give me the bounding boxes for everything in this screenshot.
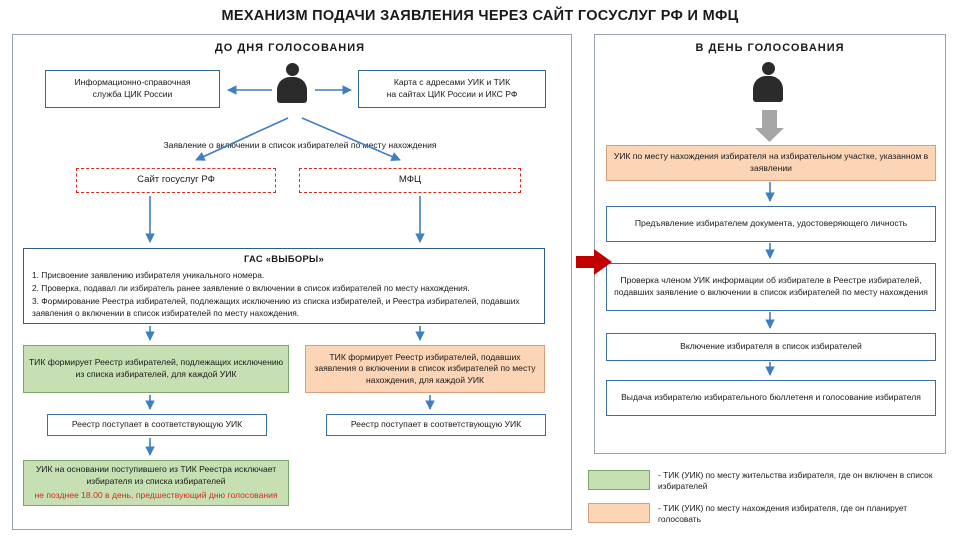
legend-swatch-0 xyxy=(588,470,650,490)
voter-icon-left xyxy=(277,63,307,103)
uik-exclude-note: не позднее 18.00 в день, предшествующий … xyxy=(34,490,278,501)
gas-vybory-box: ГАС «ВЫБОРЫ» 1. Присвоение заявлению изб… xyxy=(23,248,545,324)
gas-vybory-title: ГАС «ВЫБОРЫ» xyxy=(243,253,325,264)
right-step-1: УИК по месту нахождения избирателя на из… xyxy=(606,145,936,181)
right-step-2: Предъявление избирателем документа, удос… xyxy=(606,206,936,242)
gas-item-2: 2. Проверка, подавал ли избиратель ранее… xyxy=(32,282,470,293)
registry-to-uik-left-box: Реестр поступает в соответствующую УИК xyxy=(47,414,267,436)
right-step-4: Включение избирателя в список избирателе… xyxy=(606,333,936,361)
tik-exclude-box: ТИК формирует Реестр избирателей, подлеж… xyxy=(23,345,289,393)
right-panel-title: В ДЕНЬ ГОЛОСОВАНИЯ xyxy=(695,42,845,54)
left-panel-title: ДО ДНЯ ГОЛОСОВАНИЯ xyxy=(214,42,366,54)
mfc-box: МФЦ xyxy=(299,168,521,193)
uik-exclude-box: УИК на основании поступившего из ТИК Рее… xyxy=(23,460,289,506)
page-title: МЕХАНИЗМ ПОДАЧИ ЗАЯВЛЕНИЯ ЧЕРЕЗ САЙТ ГОС… xyxy=(221,8,739,24)
right-step-5: Выдача избирателю избирательного бюллете… xyxy=(606,380,936,416)
gas-item-3: 3. Формирование Реестра избирателей, под… xyxy=(32,296,520,319)
right-step-3: Проверка членом УИК информации об избира… xyxy=(606,263,936,311)
application-label: Заявление о включении в список избирател… xyxy=(163,140,437,150)
legend-text-1: - ТИК (УИК) по месту нахождения избирате… xyxy=(658,503,908,525)
tik-include-box: ТИК формирует Реестр избирателей, подавш… xyxy=(305,345,545,393)
uik-exclude-main: УИК на основании поступившего из ТИК Рее… xyxy=(35,464,277,486)
map-service-box: Карта с адресами УИК и ТИК на сайтах ЦИК… xyxy=(358,70,546,108)
legend-swatch-1 xyxy=(588,503,650,523)
gas-item-1: 1. Присвоение заявлению избирателя уника… xyxy=(32,269,265,280)
gas-vybory-list: 1. Присвоение заявлению избирателя уника… xyxy=(32,269,536,320)
voter-icon-right xyxy=(753,62,783,102)
info-service-box: Информационно-справочная служба ЦИК Росс… xyxy=(45,70,220,108)
registry-to-uik-right-box: Реестр поступает в соответствующую УИК xyxy=(326,414,546,436)
legend-text-0: - ТИК (УИК) по месту жительства избирате… xyxy=(658,470,933,492)
gosuslugi-box: Сайт госуслуг РФ xyxy=(76,168,276,193)
